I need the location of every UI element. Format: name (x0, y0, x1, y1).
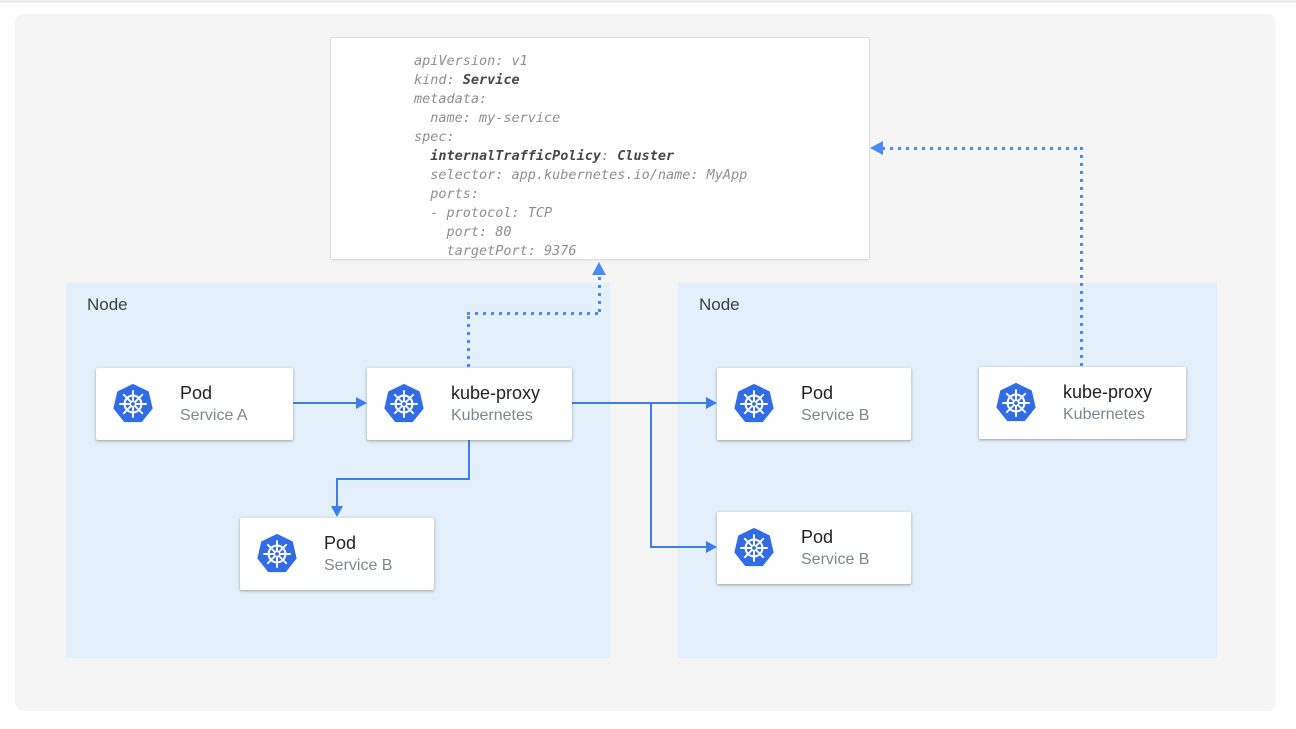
kubernetes-icon (733, 527, 775, 569)
card-subtitle: Kubernetes (451, 407, 533, 424)
node-box-left: Node (66, 283, 610, 658)
code-line: kind: Service (414, 72, 520, 88)
code-line: targetPort: 9376 (414, 243, 577, 259)
card-kube-proxy-left: kube-proxy Kubernetes (367, 368, 572, 440)
service-yaml-panel: apiVersion: v1 kind: Service metadata: nam… (330, 37, 870, 260)
code-line: port: 80 (414, 224, 512, 240)
arrow-kube-proxy-to-local-pod-segment3 (336, 478, 338, 507)
branch-line-vertical (650, 402, 652, 547)
card-title: Pod (801, 383, 834, 403)
top-border-strip (0, 0, 1296, 3)
card-subtitle: Service B (324, 557, 393, 574)
code-line: metadata: (414, 91, 488, 107)
arrow-kube-proxy-to-remote-pod-line (572, 402, 707, 404)
card-title: Pod (801, 527, 834, 547)
kubernetes-icon (383, 383, 425, 425)
card-pod-service-b-right-1: Pod Service B (717, 368, 911, 440)
card-pod-service-b-left: Pod Service B (240, 518, 434, 590)
code-line: - protocol: TCP (414, 205, 553, 221)
arrowhead-right-icon (356, 397, 367, 409)
card-pod-service-b-right-2: Pod Service B (717, 512, 911, 584)
card-title: Pod (180, 383, 213, 403)
node-box-right: Node (678, 283, 1217, 658)
dotted-left-to-yaml-vertical (598, 277, 601, 313)
kubernetes-icon (995, 382, 1037, 424)
arrowhead-up-icon (592, 262, 606, 275)
kubernetes-icon (256, 533, 298, 575)
card-subtitle: Service A (180, 407, 248, 424)
code-line: spec: (414, 129, 455, 145)
arrowhead-right-icon (706, 397, 717, 409)
node-label: Node (699, 295, 740, 314)
yaml-code: apiVersion: v1 kind: Service metadata: nam… (414, 52, 869, 261)
code-line: ports: (414, 186, 480, 202)
kubernetes-icon (733, 383, 775, 425)
card-title: kube-proxy (1063, 382, 1153, 402)
card-title: Pod (324, 533, 357, 553)
code-line: selector: app.kubernetes.io/name: MyApp (414, 167, 748, 183)
arrow-branch-to-remote-pod2-line (650, 546, 707, 548)
arrow-kube-proxy-to-local-pod-segment2 (336, 478, 470, 480)
arrowhead-left-icon (870, 141, 883, 155)
card-subtitle: Service B (801, 407, 870, 424)
card-title: kube-proxy (451, 383, 541, 403)
arrow-pod-a-to-kube-proxy-line (293, 402, 357, 404)
dotted-right-to-yaml-horizontal (882, 147, 1082, 150)
code-line: name: my-service (414, 110, 561, 126)
arrow-kube-proxy-to-local-pod-segment1 (468, 440, 470, 480)
dotted-right-kube-proxy-vertical (1080, 147, 1083, 367)
card-kube-proxy-right: kube-proxy Kubernetes (979, 367, 1186, 439)
arrowhead-right-icon (706, 541, 717, 553)
card-subtitle: Service B (801, 551, 870, 568)
card-subtitle: Kubernetes (1063, 406, 1145, 423)
node-label: Node (87, 295, 128, 314)
dotted-left-horizontal (467, 312, 600, 315)
arrowhead-down-icon (331, 506, 343, 517)
card-pod-service-a: Pod Service A (96, 368, 293, 440)
dotted-left-kube-proxy-vertical (467, 316, 470, 367)
kubernetes-icon (112, 383, 154, 425)
code-line: apiVersion: v1 (414, 53, 528, 69)
code-line: internalTrafficPolicy: Cluster (430, 148, 675, 164)
